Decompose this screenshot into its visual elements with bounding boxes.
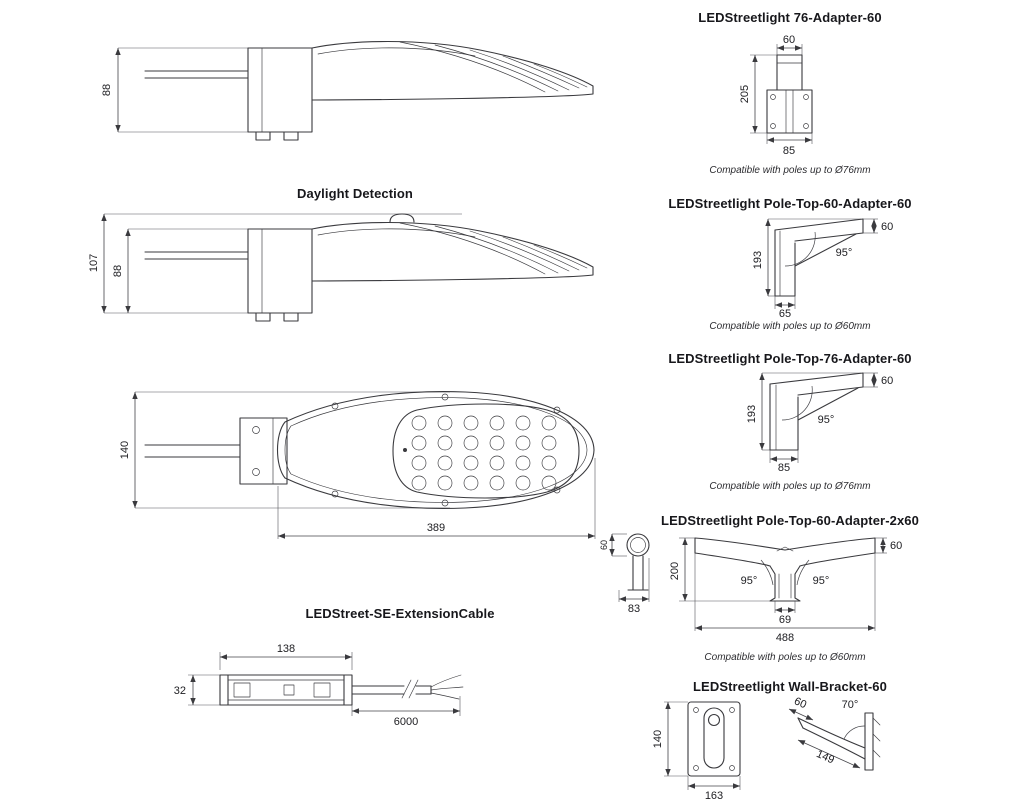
dim-label-138: 138 [277, 643, 295, 655]
cable-dimensions: 138 32 6000 [174, 643, 461, 728]
pole-top-2x60-drawing: 60 200 95° 95° 69 488 [669, 537, 902, 644]
lamp-top-view-drawing: 140 389 [119, 391, 596, 539]
lamp-side-view-drawing: 88 [101, 40, 594, 141]
pole-top-76-title: LEDStreetlight Pole-Top-76-Adapter-60 [668, 351, 912, 366]
adapter-76-caption: Compatible with poles up to Ø76mm [709, 165, 871, 176]
dim-label-65: 65 [779, 308, 791, 320]
dim-label-200: 200 [669, 562, 681, 580]
adapter-76-body [766, 54, 813, 134]
dim-label-60: 60 [890, 540, 902, 552]
dim-label-60: 60 [792, 695, 808, 711]
cable-wire [351, 674, 464, 700]
dim-label-107: 107 [88, 254, 100, 272]
dim-label-60: 60 [881, 375, 893, 387]
led-array [411, 415, 557, 491]
pole-top-2x60-caption: Compatible with poles up to Ø60mm [704, 652, 866, 663]
dim-label-60: 60 [599, 540, 609, 550]
pole-top-60-body [774, 218, 864, 297]
dim-label-70deg: 70° [842, 699, 859, 711]
dim-label-193: 193 [746, 405, 758, 423]
dim-label-205: 205 [739, 85, 751, 103]
pole-top-60-caption: Compatible with poles up to Ø60mm [709, 321, 871, 332]
dim-label-60: 60 [783, 34, 795, 46]
dim-label-95deg-left: 95° [741, 575, 758, 587]
wall-plate-front [687, 701, 741, 777]
dim-label-149: 149 [814, 748, 836, 766]
dim-label-85: 85 [783, 145, 795, 157]
pole-top-60-drawing: 60 193 95° 65 [752, 218, 893, 320]
dim-label-163: 163 [705, 790, 723, 802]
side-profile-dimensions: 60 83 [599, 533, 650, 615]
dim-label-140: 140 [652, 730, 664, 748]
led-panel [392, 403, 580, 499]
wall-plate-dimensions: 140 163 [652, 701, 741, 802]
dim-label-95deg: 95° [818, 414, 835, 426]
pole-top-2x60-dimensions: 60 200 95° 95° 69 488 [669, 537, 902, 644]
wall-bracket-drawing: 140 163 60 70° 149 [652, 695, 881, 802]
pole-top-76-caption: Compatible with poles up to Ø76mm [709, 481, 871, 492]
lamp-daylight-view-drawing: 107 88 [88, 213, 594, 322]
dim-label-60: 60 [881, 221, 893, 233]
pole-top-2x60-title: LEDStreetlight Pole-Top-60-Adapter-2x60 [661, 513, 919, 528]
pole-top-76-body [769, 372, 864, 451]
pole-top-2x60-body [694, 537, 876, 602]
dim-label-88: 88 [112, 265, 124, 277]
dim-label-6000: 6000 [394, 716, 418, 728]
lamp-top-body [144, 391, 595, 509]
wall-bracket-side [797, 712, 881, 771]
lamp-daylight-body [144, 213, 594, 322]
pole-top-60-title: LEDStreetlight Pole-Top-60-Adapter-60 [668, 196, 912, 211]
dim-label-69: 69 [779, 614, 791, 626]
dim-label-140: 140 [119, 441, 131, 459]
pole-top-2x60-side-drawing: 60 83 [599, 533, 650, 615]
dim-label-85: 85 [778, 462, 790, 474]
sensor-hole [403, 448, 407, 452]
side-profile-body [626, 533, 650, 591]
pole-top-60-dimensions: 60 193 95° 65 [752, 218, 893, 320]
pole-top-76-drawing: 60 193 95° 85 [746, 372, 893, 474]
cable-connector [219, 674, 353, 706]
dim-label-389: 389 [427, 522, 445, 534]
dim-label-95deg: 95° [836, 247, 853, 259]
dim-label-193: 193 [752, 251, 764, 269]
extension-cable-drawing: 138 32 6000 [174, 643, 464, 728]
adapter-76-title: LEDStreetlight 76-Adapter-60 [698, 10, 882, 25]
daylight-sensor-dome [389, 213, 415, 223]
dim-label-488: 488 [776, 632, 794, 644]
daylight-detection-title: Daylight Detection [297, 186, 413, 201]
top-view-dimensions: 140 389 [119, 391, 596, 539]
pole-top-76-dimensions: 60 193 95° 85 [746, 372, 893, 474]
dim-label-88: 88 [101, 84, 113, 96]
lamp-side-body [144, 40, 594, 141]
side-view-dimensions: 88 [101, 47, 260, 133]
dim-label-95deg-right: 95° [813, 575, 830, 587]
adapter-76-dimensions: 60 205 85 [739, 34, 813, 157]
dim-label-83: 83 [628, 603, 640, 615]
wall-bracket-title: LEDStreetlight Wall-Bracket-60 [693, 679, 887, 694]
dim-label-32: 32 [174, 685, 186, 697]
extension-cable-title: LEDStreet-SE-ExtensionCable [305, 606, 495, 621]
adapter-76-drawing: 60 205 85 [739, 34, 813, 157]
